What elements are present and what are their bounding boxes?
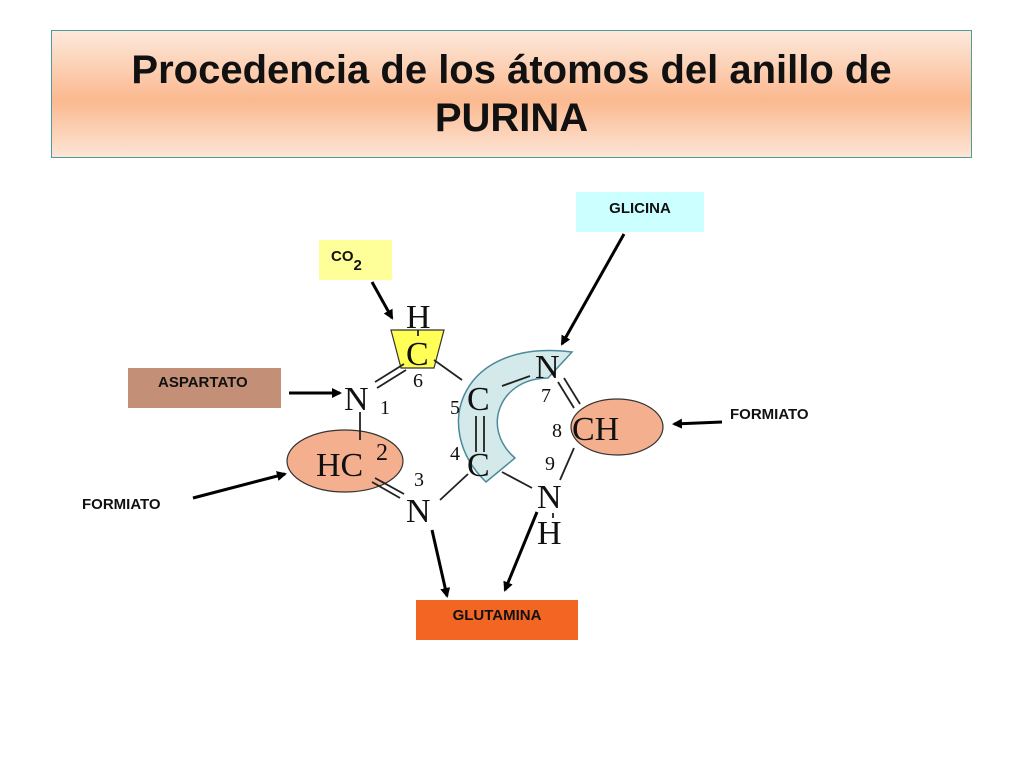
source-label-formiato-left: FORMIATO — [82, 496, 161, 513]
position-7: 7 — [541, 385, 551, 407]
co2-highlight — [390, 329, 445, 369]
arrow-formiato-right — [672, 418, 723, 429]
source-label-glutamina: GLUTAMINA — [416, 600, 578, 640]
title-banner: Procedencia de los átomos del anillo de … — [51, 30, 972, 158]
source-arrows — [192, 233, 723, 598]
title-line-2: PURINA — [434, 96, 589, 140]
atom-c6: C — [406, 336, 429, 373]
atom-c4: C — [467, 447, 490, 484]
atom-c5: C — [467, 381, 490, 418]
arrow-glutamina-n3 — [430, 529, 451, 598]
position-1: 1 — [380, 397, 390, 419]
glicina-highlight — [457, 349, 574, 484]
position-5: 5 — [450, 397, 460, 419]
position-8: 8 — [552, 420, 562, 442]
position-9: 9 — [545, 453, 555, 475]
atom-n7: N — [535, 349, 560, 386]
atom-n9: N — [537, 479, 562, 516]
source-label-glicina: GLICINA — [576, 192, 704, 232]
arrow-formiato-left — [192, 471, 287, 500]
position-4: 4 — [450, 443, 460, 465]
hc2-number: 2 — [376, 440, 388, 466]
position-3: 3 — [414, 469, 424, 491]
atom-hc2: HC — [316, 447, 363, 484]
position-6: 6 — [413, 370, 423, 392]
arrow-co2 — [370, 281, 394, 320]
atom-n1: N — [344, 381, 369, 418]
atom-ch8: CH — [572, 411, 619, 448]
source-label-formiato-right: FORMIATO — [730, 406, 809, 423]
formiato-highlight-c8 — [570, 398, 664, 456]
atom-h-bottom: H — [537, 515, 562, 552]
atom-n3: N — [406, 493, 431, 530]
formiato-highlight-c2 — [286, 429, 404, 493]
source-label-aspartato: ASPARTATO — [128, 368, 281, 408]
co2-text: CO — [331, 248, 354, 265]
arrow-glutamina-n9 — [503, 511, 539, 592]
arrow-glicina — [560, 233, 626, 346]
co2-subscript: 2 — [353, 257, 362, 274]
source-label-co2: CO2 — [319, 240, 392, 280]
atom-h-top: H — [406, 299, 431, 336]
ring-bonds — [359, 330, 581, 518]
title-line-1: Procedencia de los átomos del anillo de — [131, 48, 892, 92]
